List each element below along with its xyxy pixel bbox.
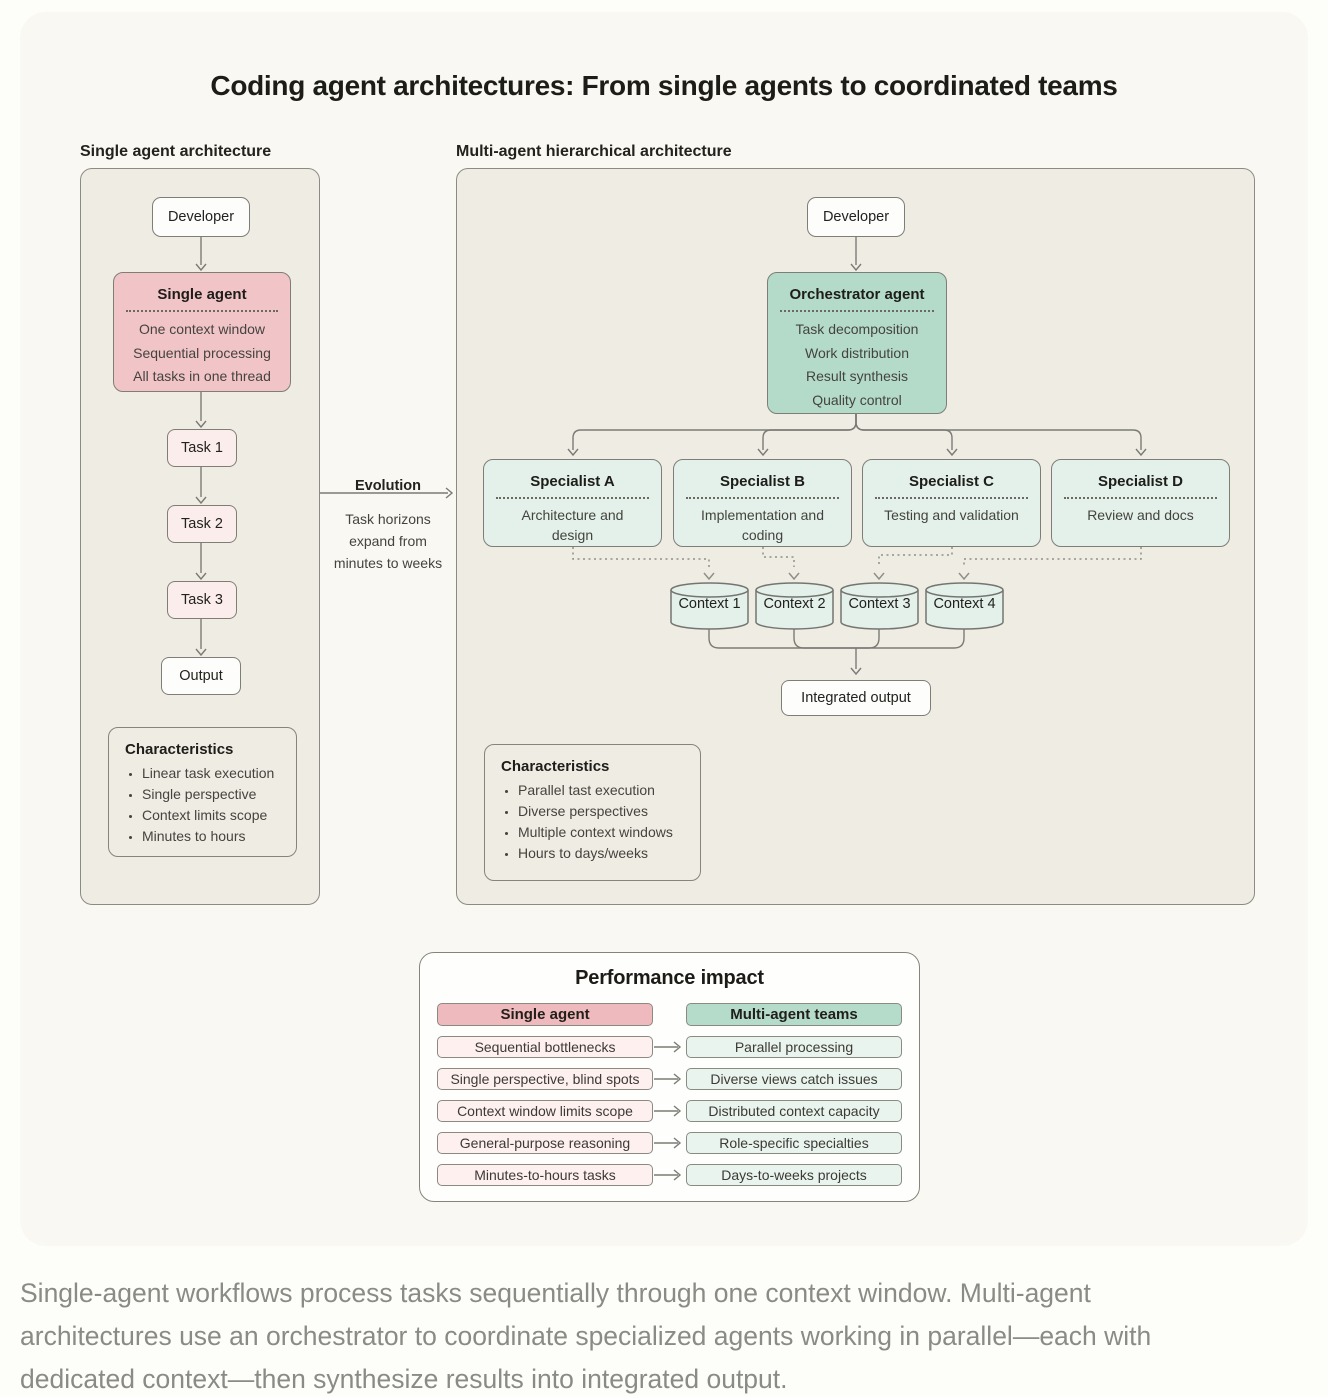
multi-agent-trait: Parallel processing bbox=[686, 1036, 902, 1058]
multi-agent-trait: Days-to-weeks projects bbox=[686, 1164, 902, 1186]
single-developer-node: Developer bbox=[152, 197, 250, 237]
performance-row: General-purpose reasoning Role-specific … bbox=[437, 1132, 902, 1154]
specialist-d-desc: Review and docs bbox=[1087, 507, 1194, 523]
specialist-a-desc: Architecture and design bbox=[521, 507, 624, 543]
specialist-d-node: Specialist D Review and docs bbox=[1051, 459, 1230, 547]
single-agent-flow-arrows bbox=[195, 237, 207, 657]
specialist-c-title: Specialist C bbox=[908, 473, 995, 490]
performance-row: Sequential bottlenecks Parallel processi… bbox=[437, 1036, 902, 1058]
specialist-c-node: Specialist C Testing and validation bbox=[862, 459, 1041, 547]
dotted-separator bbox=[126, 310, 278, 312]
single-agent-trait: Context window limits scope bbox=[437, 1100, 653, 1122]
context-2-cylinder: Context 2 bbox=[763, 596, 826, 612]
characteristic-item: Linear task execution bbox=[142, 763, 286, 784]
specialist-c-desc: Testing and validation bbox=[884, 507, 1019, 523]
dotted-separator bbox=[496, 497, 649, 499]
single-agent-node: Single agent One context window Sequenti… bbox=[113, 272, 291, 392]
multi-agent-column-header: Multi-agent teams bbox=[685, 1003, 903, 1026]
maps-to-arrow-icon bbox=[653, 1132, 686, 1154]
single-agent-detail: One context window bbox=[138, 321, 266, 337]
specialist-b-title: Specialist B bbox=[719, 473, 806, 490]
figure-card: Coding agent architectures: From single … bbox=[20, 12, 1308, 1246]
figure-caption: Single-agent workflows process tasks seq… bbox=[20, 1278, 1152, 1394]
orchestrator-agent-node: Orchestrator agent Task decomposition Wo… bbox=[767, 272, 947, 414]
characteristics-title: Characteristics bbox=[125, 741, 234, 758]
evolution-label: Evolution bbox=[354, 478, 422, 494]
task-1-node: Task 1 bbox=[167, 429, 237, 467]
multi-agent-panel: Developer Orchestrator agent Task decomp… bbox=[456, 168, 1255, 905]
performance-header-row: Single agent Multi-agent teams bbox=[437, 1003, 903, 1026]
single-agent-node-title: Single agent bbox=[157, 286, 247, 303]
orchestrator-detail: Quality control bbox=[812, 391, 902, 408]
evolution-arrow bbox=[320, 487, 454, 499]
evolution-description: Task horizons expand from minutes to wee… bbox=[333, 511, 443, 571]
characteristic-item: Parallel tast execution bbox=[518, 780, 690, 801]
multi-developer-node: Developer bbox=[807, 197, 905, 237]
characteristics-list: Parallel tast execution Diverse perspect… bbox=[501, 780, 690, 864]
figure-title: Coding agent architectures: From single … bbox=[210, 70, 1118, 101]
integrated-output-node: Integrated output bbox=[781, 680, 931, 716]
maps-to-arrow-icon bbox=[653, 1100, 686, 1122]
task-2-node: Task 2 bbox=[167, 505, 237, 543]
orchestrator-detail: Result synthesis bbox=[806, 368, 908, 384]
dotted-separator bbox=[686, 497, 839, 499]
specialist-b-desc: Implementation and coding bbox=[701, 507, 824, 543]
maps-to-arrow-icon bbox=[653, 1036, 686, 1058]
performance-row: Context window limits scope Distributed … bbox=[437, 1100, 902, 1122]
single-agent-trait: Sequential bottlenecks bbox=[437, 1036, 653, 1058]
single-agent-trait: Minutes-to-hours tasks bbox=[437, 1164, 653, 1186]
maps-to-arrow-icon bbox=[653, 1164, 686, 1186]
maps-to-arrow-icon bbox=[653, 1068, 686, 1090]
specialist-a-title: Specialist A bbox=[530, 473, 615, 490]
single-agent-detail: All tasks in one thread bbox=[133, 368, 271, 384]
orchestrator-title: Orchestrator agent bbox=[789, 286, 925, 303]
performance-impact-title: Performance impact bbox=[575, 967, 764, 989]
performance-impact-box: Performance impact Single agent Multi-ag… bbox=[419, 952, 920, 1202]
output-node: Output bbox=[161, 657, 241, 695]
orchestrator-detail: Work distribution bbox=[804, 344, 909, 361]
specialist-a-node: Specialist A Architecture and design bbox=[483, 459, 662, 547]
characteristic-item: Minutes to hours bbox=[142, 826, 286, 847]
specialist-b-node: Specialist B Implementation and coding bbox=[673, 459, 852, 547]
single-agent-column-header: Single agent bbox=[437, 1003, 654, 1026]
single-agent-detail: Sequential processing bbox=[133, 344, 271, 361]
dotted-separator bbox=[780, 310, 934, 312]
single-agent-trait: General-purpose reasoning bbox=[437, 1132, 653, 1154]
context-3-cylinder: Context 3 bbox=[848, 596, 911, 612]
header-gap bbox=[653, 1004, 686, 1026]
characteristic-item: Context limits scope bbox=[142, 805, 286, 826]
context-4-cylinder: Context 4 bbox=[933, 596, 996, 612]
single-agent-section-label: Single agent architecture bbox=[80, 143, 272, 160]
characteristic-item: Hours to days/weeks bbox=[518, 843, 690, 864]
characteristic-item: Multiple context windows bbox=[518, 822, 690, 843]
multi-agent-trait: Distributed context capacity bbox=[686, 1100, 902, 1122]
dotted-separator bbox=[1064, 497, 1217, 499]
single-agent-trait: Single perspective, blind spots bbox=[437, 1068, 653, 1090]
multi-agent-trait: Role-specific specialties bbox=[686, 1132, 902, 1154]
performance-row: Minutes-to-hours tasks Days-to-weeks pro… bbox=[437, 1164, 902, 1186]
multi-agent-flow-arrows bbox=[567, 237, 1147, 676]
single-agent-panel: Developer Single agent One context windo… bbox=[80, 168, 320, 905]
single-characteristics-box: Characteristics Linear task execution Si… bbox=[108, 727, 297, 857]
characteristics-title: Characteristics bbox=[501, 758, 610, 775]
characteristics-list: Linear task execution Single perspective… bbox=[125, 763, 286, 847]
performance-row: Single perspective, blind spots Diverse … bbox=[437, 1068, 902, 1090]
task-3-node: Task 3 bbox=[167, 581, 237, 619]
dotted-separator bbox=[875, 497, 1028, 499]
specialist-d-title: Specialist D bbox=[1097, 473, 1184, 490]
characteristic-item: Diverse perspectives bbox=[518, 801, 690, 822]
orchestrator-detail: Task decomposition bbox=[795, 321, 919, 337]
multi-agent-trait: Diverse views catch issues bbox=[686, 1068, 902, 1090]
characteristic-item: Single perspective bbox=[142, 784, 286, 805]
context-1-cylinder: Context 1 bbox=[678, 596, 741, 612]
multi-characteristics-box: Characteristics Parallel tast execution … bbox=[484, 744, 701, 881]
multi-agent-section-label: Multi-agent hierarchical architecture bbox=[456, 143, 732, 160]
